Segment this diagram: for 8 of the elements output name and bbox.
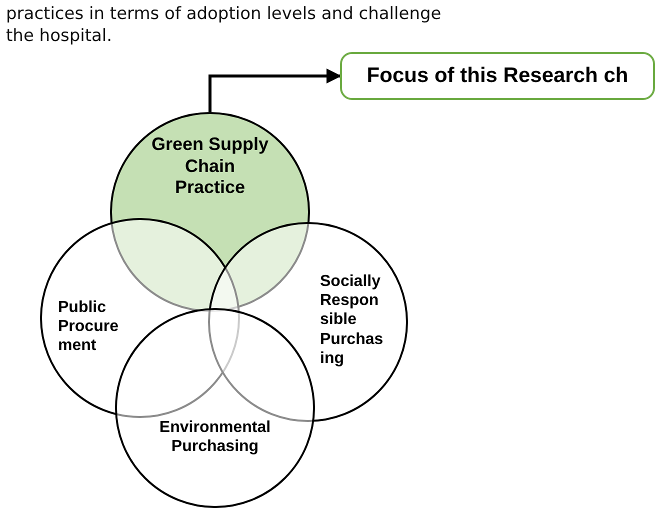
body-text: practices in terms of adoption levels and challenge xyxy=(6,4,442,24)
circle-label: Green Supply Chain Practice xyxy=(150,134,270,199)
body-text: the hospital. xyxy=(6,26,112,46)
circle-label: Socially Respon sible Purchas ing xyxy=(320,272,384,368)
elbow-arrow xyxy=(208,68,342,112)
callout-text: Focus of this Research ch xyxy=(366,63,628,89)
circle-label: Environmental Purchasing xyxy=(158,418,272,456)
circle-label: Public Procure ment xyxy=(58,298,120,356)
